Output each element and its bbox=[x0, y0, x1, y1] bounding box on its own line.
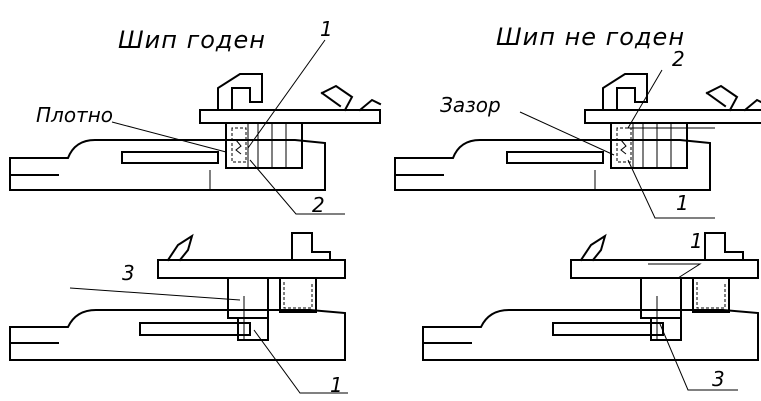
drawing-bottom-left bbox=[9, 232, 348, 394]
label-tight: Плотно bbox=[36, 103, 113, 127]
label-1-top-left: 1 bbox=[320, 17, 333, 41]
caption-tenon-good: Шип годен bbox=[118, 26, 266, 54]
label-1-bottom-right: 1 bbox=[690, 229, 703, 253]
drawing-top-right bbox=[394, 69, 761, 219]
label-2-top-right: 2 bbox=[672, 47, 685, 71]
label-gap: Зазор bbox=[440, 93, 501, 117]
drawing-bottom-right bbox=[422, 232, 759, 391]
label-3-bottom-left: 3 bbox=[122, 261, 135, 285]
caption-tenon-not-good: Шип не годен bbox=[496, 23, 685, 51]
drawing-top-left bbox=[9, 39, 381, 215]
label-1-bottom-left: 1 bbox=[330, 373, 343, 397]
label-1-top-right: 1 bbox=[676, 191, 689, 215]
label-2-top-left: 2 bbox=[312, 193, 325, 217]
label-3-bottom-right: 3 bbox=[712, 367, 725, 391]
